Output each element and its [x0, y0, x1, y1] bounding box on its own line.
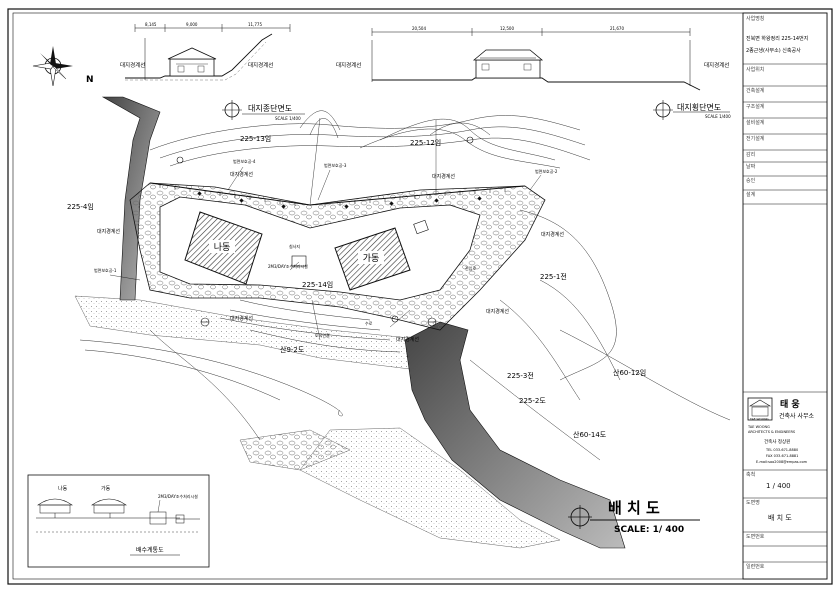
firm-email: E-mail:soo2008@empas.com	[756, 460, 808, 464]
lot-label: 225-2도	[519, 397, 546, 405]
channel-label: 수로	[365, 320, 373, 326]
trans-section-title: 대지횡단면도	[677, 102, 721, 112]
lot-label: 225-12임	[410, 139, 441, 147]
firm-logo: TAE WOONG	[747, 397, 773, 421]
firm-en-1: TAE WOONG	[747, 425, 770, 429]
lot-label: 산9-2도	[280, 345, 305, 354]
slope-label: 법면보호공-2	[535, 168, 558, 174]
architect-name: 건축사 정상원	[764, 438, 790, 445]
trans-dim-3: 21,670	[610, 26, 624, 31]
plan-title: 배 치 도 SCALE: 1/ 400	[568, 499, 700, 535]
tb-row: 설계	[746, 191, 756, 198]
lot-label: 산60-14도	[573, 430, 607, 439]
site-plan: 나동 가동 225-13임 225-12임 225-4임 225-14임 225…	[67, 96, 731, 549]
firm-name: 태 웅	[780, 398, 800, 410]
long-boundary-left: 대지경계선	[120, 61, 145, 69]
title-block: 사업명칭 진북면 하왕정리 225-14번지 2종근생(사무소) 신축공사 사업…	[742, 12, 828, 580]
lot-label: 225-3전	[507, 371, 534, 380]
detail-treatment-label: 2M3/DAY조수처리시설	[158, 493, 198, 499]
north-arrow-icon: N	[32, 46, 94, 87]
drawing-value: 배 치 도	[768, 513, 792, 522]
tb-row: 감리	[746, 151, 755, 158]
long-section-title: 대지종단면도	[248, 103, 292, 113]
lot-label: 225-14임	[302, 281, 333, 289]
detail-title: 배수계통도	[136, 546, 164, 554]
firm-en-2: ARCHITECTS & ENGINEERS	[748, 430, 796, 434]
detail-building-a: 가동	[101, 485, 111, 492]
sediment-label: 침사지	[289, 243, 300, 249]
tb-row: 승인	[746, 177, 756, 184]
drainage-detail: 나동 가동 2M3/DAY조수처리시설 배수계통도	[27, 474, 210, 568]
boundary-label: 대지경계선	[486, 308, 509, 315]
trans-section-scale: SCALE 1/400	[705, 114, 731, 119]
lot-label: 225-4임	[67, 203, 94, 211]
longitudinal-section: 8,145 9,000 11,775 대지경계선 대지경계선 대지종단면도 SC…	[120, 22, 305, 121]
building-a-label: 가동	[363, 253, 380, 264]
access-label: 진입로	[465, 265, 476, 271]
boundary-label: 대지경계선	[230, 171, 253, 178]
tb-row: 전기설계	[746, 135, 765, 142]
long-section-scale: SCALE 1/400	[275, 116, 301, 121]
drawing-no-label: 도면번호	[746, 533, 765, 540]
boundary-label: 대지경계선	[97, 228, 120, 235]
trans-boundary-left: 대지경계선	[336, 61, 361, 69]
tb-row: 사업위치	[746, 66, 764, 73]
slope-label: 법면보호공-4	[233, 158, 256, 164]
tb-row: 건축설계	[746, 87, 765, 94]
firm-fax: FAX 033-671-8881	[766, 454, 798, 458]
long-dim-1: 8,145	[145, 22, 157, 27]
long-boundary-right: 대지경계선	[248, 61, 273, 69]
scale-label: 축척	[746, 471, 755, 478]
tb-row: 설비설계	[746, 119, 765, 126]
sheet-title: 배 치 도	[608, 499, 660, 517]
lot-label: 225-13임	[240, 135, 271, 143]
treatment-box	[291, 255, 307, 267]
building-b: 나동	[184, 211, 263, 285]
sheet-no-label: 일련번호	[746, 563, 765, 570]
building-a: 가동	[334, 227, 411, 291]
civil-link-label: 토목연결	[315, 332, 330, 338]
sheet-scale: SCALE: 1/ 400	[614, 525, 684, 535]
lot-label: 225-1전	[540, 272, 567, 281]
firm-subtitle: 건축사 사무소	[779, 412, 815, 420]
long-dim-2: 9,000	[186, 22, 198, 27]
building-b-label: 나동	[214, 242, 231, 253]
north-label: N	[86, 75, 94, 85]
boundary-label: 대지경계선	[396, 336, 419, 343]
long-dim-3: 11,775	[248, 22, 262, 27]
slope-label: 법면보호공-3	[324, 162, 347, 168]
treatment-label: 2M3/DAY조수처리시설	[268, 263, 308, 269]
scale-value: 1 / 400	[766, 482, 791, 490]
project-label: 사업명칭	[746, 15, 764, 22]
trans-dim-1: 20,504	[412, 26, 426, 31]
trans-dim-2: 12,500	[500, 26, 514, 31]
detail-building-b: 나동	[58, 485, 68, 492]
drawing-label: 도면명	[746, 499, 760, 506]
tb-row: 구조설계	[746, 103, 765, 110]
boundary-label: 대지경계선	[541, 231, 564, 238]
project-name-2: 2종근생(사무소) 신축공사	[746, 47, 801, 54]
lot-label: 산60-12임	[613, 368, 646, 377]
boundary-label: 대지경계선	[230, 315, 253, 322]
tb-row: 날짜	[746, 163, 756, 170]
transverse-section: 20,504 12,500 21,670 대지경계선 대지경계선 대지횡단면도 …	[336, 26, 731, 120]
firm-logo-text: TAE WOONG	[749, 417, 769, 421]
boundary-label: 대지경계선	[432, 173, 455, 180]
project-name-1: 진북면 하왕정리 225-14번지	[746, 35, 808, 42]
trans-boundary-right: 대지경계선	[704, 61, 729, 69]
firm-tel: TEL 033-671-8880	[765, 448, 798, 452]
slope-label: 법면보호공-1	[94, 267, 117, 273]
